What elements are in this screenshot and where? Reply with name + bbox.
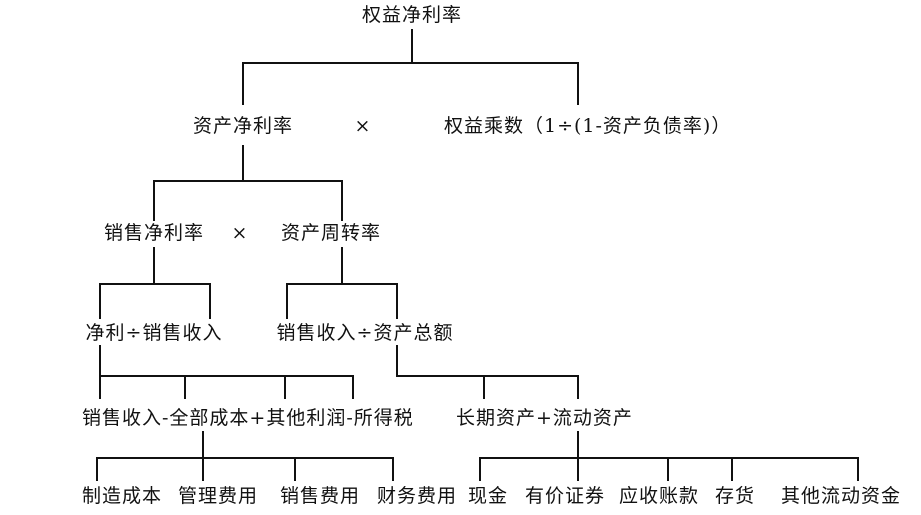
node-level3-left: 净利÷销售收入 xyxy=(85,322,223,344)
leaf-cost-item: 财务费用 xyxy=(376,485,458,507)
leaf-asset-item: 应收账款 xyxy=(618,485,700,507)
leaf-asset-item: 其他流动资金 xyxy=(780,485,902,507)
operator-level1: × xyxy=(354,115,372,137)
node-level4-left: 销售收入-全部成本+其他利润-所得税 xyxy=(82,407,414,429)
leaf-cost-item: 制造成本 xyxy=(81,485,163,507)
node-level3-right: 销售收入÷资产总额 xyxy=(276,322,454,344)
leaf-asset-item: 现金 xyxy=(467,485,509,507)
node-level2-left: 销售净利率 xyxy=(103,222,205,244)
leaf-asset-item: 存货 xyxy=(714,485,756,507)
leaf-cost-item: 销售费用 xyxy=(279,485,361,507)
leaf-asset-item: 有价证券 xyxy=(524,485,606,507)
node-root: 权益净利率 xyxy=(361,4,463,26)
node-level2-right: 资产周转率 xyxy=(280,222,382,244)
leaf-cost-item: 管理费用 xyxy=(177,485,259,507)
node-level4-right: 长期资产+流动资产 xyxy=(456,407,633,429)
node-level1-left: 资产净利率 xyxy=(192,115,294,137)
node-level1-right: 权益乘数（1÷(1-资产负债率)） xyxy=(444,115,732,137)
operator-level2: × xyxy=(231,222,249,244)
